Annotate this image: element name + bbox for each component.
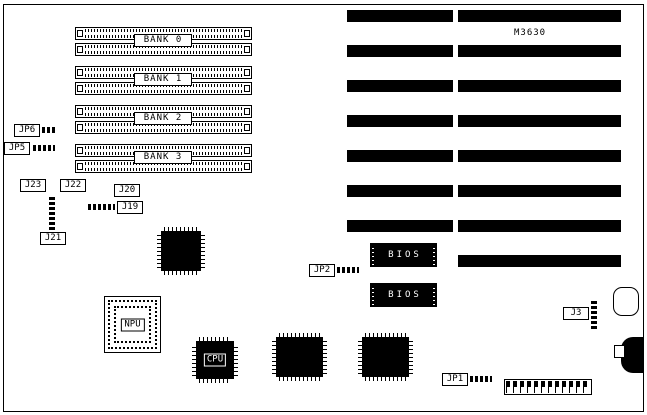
chip-pin-row	[234, 344, 238, 376]
npu-label: NPU	[120, 318, 145, 331]
keyboard-connector-tab	[614, 345, 625, 358]
simm-end-cap	[77, 124, 83, 131]
simm-end-cap	[77, 69, 83, 76]
jumper-label-j19: J19	[117, 201, 143, 214]
isa-slot-8-right	[458, 255, 621, 267]
isa-slot-1-left	[347, 10, 453, 22]
bios-chip-bottom: BIOS	[370, 283, 437, 307]
simm-end-cap	[77, 147, 83, 154]
j19-pin-header	[88, 204, 115, 210]
jumper-label-j21: J21	[40, 232, 66, 245]
chip-pin-row	[192, 344, 196, 376]
jp2-pin-header	[337, 267, 359, 273]
isa-slot-5-right	[458, 150, 621, 162]
isa-slot-5-left	[347, 150, 453, 162]
bank-2-label: BANK 2	[134, 112, 192, 125]
keyboard-connector	[621, 337, 644, 373]
support-ic-2	[358, 333, 413, 381]
simm-end-cap	[244, 69, 250, 76]
j3-pin-header	[591, 299, 597, 329]
simm-end-cap	[244, 85, 250, 92]
chip-pin-row	[409, 340, 413, 374]
isa-slot-4-right	[458, 115, 621, 127]
isa-slot-6-right	[458, 185, 621, 197]
simm-end-cap	[77, 163, 83, 170]
simm-end-cap	[244, 108, 250, 115]
simm-end-cap	[77, 108, 83, 115]
chip-pin-row	[164, 271, 198, 275]
pin-grid-inner	[114, 306, 151, 343]
jumper-label-jp5: JP5	[4, 142, 30, 155]
chip-pin-row	[201, 234, 205, 268]
jp5-pin-header	[33, 145, 55, 151]
chip-pin-row	[199, 379, 231, 383]
chipset-ic	[157, 227, 205, 275]
chip-pin-row	[199, 337, 231, 341]
bios-chip-top: BIOS	[370, 243, 437, 267]
jumper-label-j23: J23	[20, 179, 46, 192]
chip-pin-row	[358, 340, 362, 374]
chip-body	[161, 231, 201, 271]
simm-end-cap	[77, 46, 83, 53]
isa-slot-2-right	[458, 45, 621, 57]
jumper-label-jp6: JP6	[14, 124, 40, 137]
jumper-label-jp1: JP1	[442, 373, 468, 386]
jumper-label-j22: J22	[60, 179, 86, 192]
isa-slot-2-left	[347, 45, 453, 57]
board-model: M3630	[514, 28, 547, 38]
simm-end-cap	[244, 30, 250, 37]
isa-slot-7-right	[458, 220, 621, 232]
chip-pin-row	[279, 377, 320, 381]
bank-0-label: BANK 0	[134, 34, 192, 47]
isa-slot-4-left	[347, 115, 453, 127]
chip-pin-row	[164, 227, 198, 231]
chip-pin-row	[279, 333, 320, 337]
simm-end-cap	[77, 30, 83, 37]
simm-end-cap	[244, 46, 250, 53]
support-ic-1	[272, 333, 327, 381]
isa-slot-3-right	[458, 80, 621, 92]
pin-grid-outer	[108, 300, 157, 349]
board-outline	[3, 4, 644, 412]
chip-body	[276, 337, 323, 377]
npu-socket: NPU	[104, 296, 161, 353]
chip-pin-row	[157, 234, 161, 268]
external-connector	[613, 287, 639, 316]
jp6-pin-header	[42, 127, 57, 133]
isa-slot-6-left	[347, 185, 453, 197]
j21-pin-header	[49, 195, 55, 230]
jumper-label-jp2: JP2	[309, 264, 335, 277]
simm-end-cap	[244, 163, 250, 170]
cpu-label: CPU	[203, 353, 227, 367]
chip-pin-row	[365, 333, 406, 337]
isa-slot-3-left	[347, 80, 453, 92]
power-connector	[504, 379, 592, 395]
jumper-label-j20: J20	[114, 184, 140, 197]
chip-body	[362, 337, 409, 377]
simm-end-cap	[77, 85, 83, 92]
jp1-pin-header	[470, 376, 492, 382]
bank-3-label: BANK 3	[134, 151, 192, 164]
cpu-chip: CPU	[192, 337, 238, 383]
chip-pin-row	[365, 377, 406, 381]
chip-pin-row	[272, 340, 276, 374]
jumper-label-j3: J3	[563, 307, 589, 320]
isa-slot-1-right	[458, 10, 621, 22]
isa-slot-7-left	[347, 220, 453, 232]
chip-pin-row	[323, 340, 327, 374]
bank-1-label: BANK 1	[134, 73, 192, 86]
simm-end-cap	[244, 124, 250, 131]
simm-end-cap	[244, 147, 250, 154]
chip-body	[196, 341, 234, 379]
